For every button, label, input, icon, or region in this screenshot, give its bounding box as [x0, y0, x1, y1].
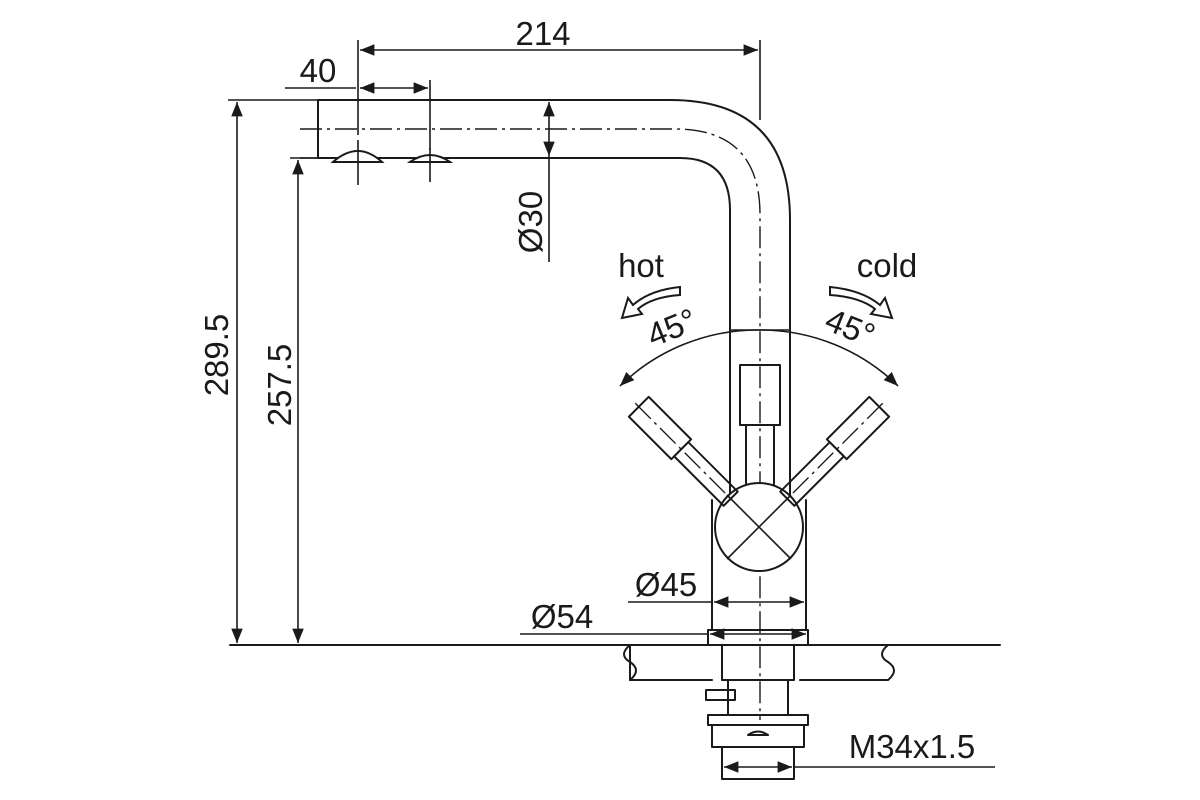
cold-angle-label: 45° — [820, 301, 880, 354]
dimension-289-5-label: 289.5 — [198, 314, 235, 397]
hot-label: hot — [618, 247, 664, 284]
thread-label: M34x1.5 — [849, 728, 976, 765]
hot-angle-label: 45° — [642, 301, 702, 354]
dimension-214-label: 214 — [515, 15, 570, 52]
base-diameter-label: Ø54 — [531, 598, 593, 635]
spout — [300, 99, 791, 720]
faucet-body — [711, 364, 807, 631]
spout-diameter-label: Ø30 — [512, 191, 549, 253]
cold-label: cold — [857, 247, 918, 284]
cold-handle — [779, 395, 891, 507]
dimension-40-label: 40 — [300, 52, 337, 89]
dimension-lines — [228, 40, 995, 773]
body-diameter-label: Ø45 — [635, 566, 697, 603]
countertop — [229, 644, 1001, 681]
dimension-257-5-label: 257.5 — [261, 344, 298, 427]
angle-arcs — [619, 285, 899, 387]
hot-handle — [627, 395, 739, 507]
base-mounting — [705, 629, 809, 780]
